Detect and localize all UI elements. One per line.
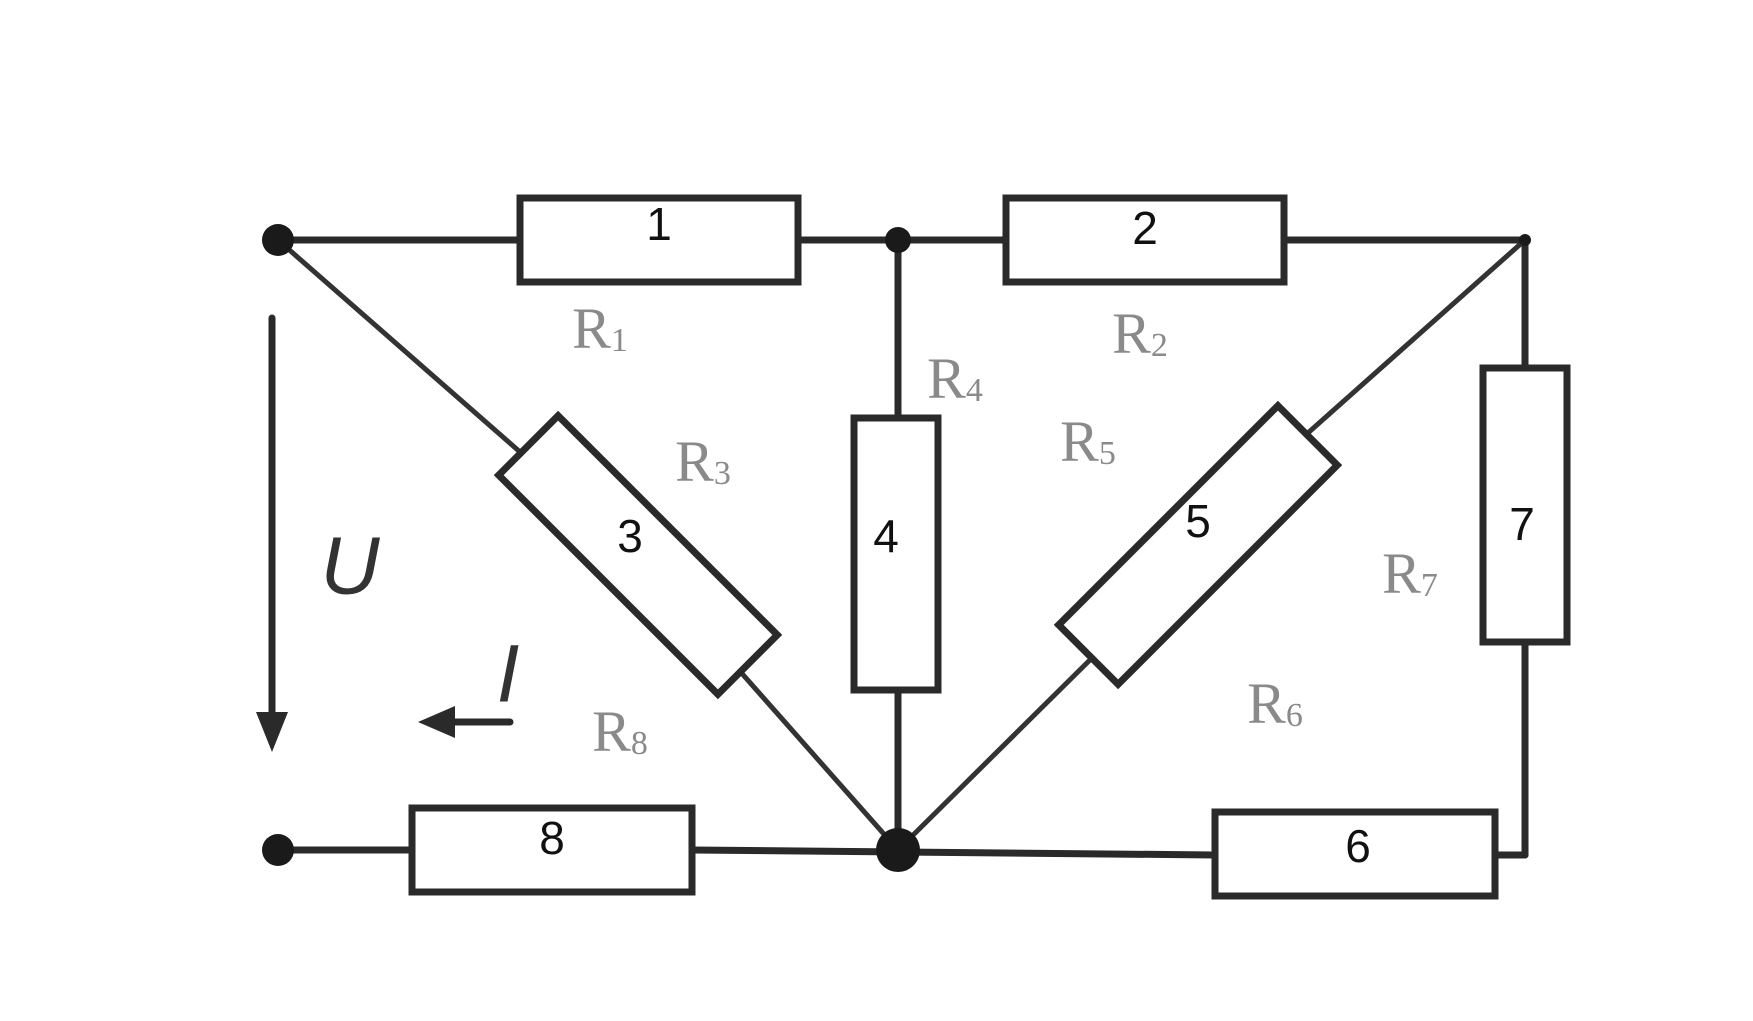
node-top-center	[885, 227, 911, 253]
resistor-3-number: 3	[617, 510, 643, 562]
terminal-bottom	[262, 834, 294, 866]
resistor-5	[1053, 400, 1343, 690]
resistor-2: 2	[1002, 194, 1288, 286]
resistor-1: 1	[516, 194, 802, 286]
resistor-1-number: 1	[646, 198, 672, 250]
resistor-4-number: 4	[873, 510, 899, 562]
resistor-4: 4	[850, 414, 942, 694]
label-r6: R6	[1247, 671, 1303, 736]
resistor-6: 6	[1211, 808, 1499, 900]
voltage-arrow-head	[256, 712, 288, 752]
label-r1: R1	[572, 296, 628, 361]
label-r3: R3	[675, 429, 731, 494]
label-r4: R4	[927, 346, 983, 411]
voltage-label: U	[320, 521, 380, 612]
resistor-7-number: 7	[1509, 498, 1535, 550]
current-arrow-head	[418, 706, 455, 738]
resistor-8: 8	[408, 804, 696, 896]
wire-bottom-mid	[688, 846, 1219, 859]
resistor-5-number: 5	[1185, 495, 1211, 547]
label-r2: R2	[1112, 301, 1168, 366]
wire-diag-left-upper	[275, 237, 523, 455]
terminal-top	[262, 224, 294, 256]
wire-diag-right-upper	[1297, 237, 1528, 443]
resistor-8-number: 8	[539, 812, 565, 864]
resistor-2-number: 2	[1132, 202, 1158, 254]
label-r8: R8	[592, 699, 648, 764]
resistor-6-number: 6	[1345, 820, 1371, 872]
label-r7: R7	[1382, 541, 1438, 606]
node-bottom-center	[876, 828, 920, 872]
resistor-3	[493, 410, 783, 700]
wire-diag-right-lower	[895, 647, 1103, 853]
current-label: I	[497, 629, 520, 720]
label-r5: R5	[1060, 409, 1116, 474]
wire-diag-left-lower	[727, 657, 901, 853]
resistor-7: 7	[1479, 364, 1571, 646]
node-top-right	[1519, 234, 1531, 246]
